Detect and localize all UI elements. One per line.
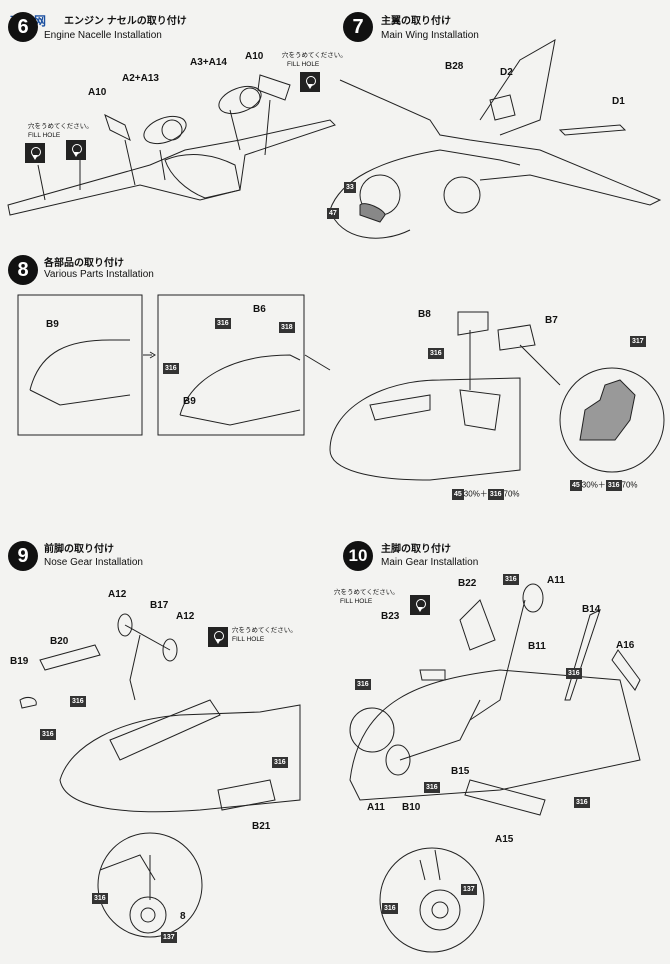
paint-code-badge: 316 [424,782,440,793]
fill-hole-icon [66,140,86,160]
step9-zoom-circle [97,832,203,938]
step-10-number: 10 [343,541,373,571]
paint-code-badge: 318 [279,322,295,333]
fill-hole-note-jp: 穴をうめてください。 [334,589,399,596]
part-label: A15 [495,834,514,845]
step-6-title-jp: エンジン ナセルの取り付け [64,16,187,27]
step-10-title-jp: 主脚の取り付け [381,544,451,555]
step8-detail-box-2 [157,294,305,436]
paint-code-badge: 316 [382,903,398,914]
part-label: B28 [445,61,464,72]
paint-code-badge: 316 [355,679,371,690]
paint-code-badge: 316 [605,480,622,491]
paint-code-badge: 316 [92,893,108,904]
fill-hole-note-en: FILL HOLE [28,132,61,139]
part-label: B22 [458,578,477,589]
fill-hole-note-jp: 穴をうめてください。 [232,627,297,634]
part-label: B9 [183,396,196,407]
paint-code-badge: 45 [570,480,582,491]
part-label: A2+A13 [122,73,159,84]
part-label: A12 [176,611,195,622]
part-label: A12 [108,589,127,600]
fill-hole-icon [300,72,320,92]
step-8-title-en: Various Parts Installation [44,269,154,280]
step-10-title-en: Main Gear Installation [381,557,479,568]
step-7-title-jp: 主翼の取り付け [381,16,451,27]
part-label: B9 [46,319,59,330]
part-label: 8 [180,911,186,922]
fill-hole-icon [410,595,430,615]
part-label: A16 [616,640,635,651]
part-label: A11 [367,802,385,813]
paint-code-badge: 316 [215,318,231,329]
paint-code-badge: 45 [452,489,464,500]
part-label: B17 [150,600,169,611]
paint-code-badge: 316 [70,696,86,707]
part-label: A3+A14 [190,57,227,68]
paint-code-badge: 316 [428,348,444,359]
fill-hole-note-jp: 穴をうめてください。 [28,123,93,130]
paint-code-badge: 137 [461,884,477,895]
part-label: B19 [10,656,29,667]
step-9-title-jp: 前脚の取り付け [44,544,114,555]
part-label: B6 [253,304,266,315]
part-label: B10 [402,802,421,813]
step-9-number: 9 [8,541,38,571]
step-6-title-en: Engine Nacelle Installation [44,30,162,41]
step9-drawing [19,613,301,938]
paint-code-badge: 316 [487,489,504,500]
part-label: B20 [50,636,69,647]
paint-code-badge: 47 [327,208,339,219]
fill-hole-note-en: FILL HOLE [232,636,265,643]
paint-code-badge: 33 [344,182,356,193]
step8-zoom-circle [559,367,665,473]
step-8-number: 8 [8,255,38,285]
step-7-number: 7 [343,12,373,42]
part-label: A10 [88,87,107,98]
paint-code-badge: 316 [574,797,590,808]
step-7-title-en: Main Wing Installation [381,30,479,41]
part-label: B8 [418,309,431,320]
part-label: A10 [245,51,264,62]
paint-code-badge: 316 [163,363,179,374]
paint-code-badge: 316 [503,574,519,585]
fill-hole-icon [25,143,45,163]
paint-code-badge: 316 [40,729,56,740]
step6-drawing [7,74,336,216]
fill-hole-icon [208,627,228,647]
fill-hole-note-jp: 穴をうめてください。 [282,52,347,59]
part-label: B14 [582,604,601,615]
step-6-number: 6 [8,12,38,42]
part-label: B15 [451,766,470,777]
step7-drawing [329,39,662,239]
paint-code-badge: 137 [161,932,177,943]
part-label: B23 [381,611,400,622]
step8-detail-box-1 [17,294,143,436]
part-label: A11 [547,575,565,586]
part-label: D2 [500,67,513,78]
paint-code-badge: 316 [566,668,582,679]
part-label: B21 [252,821,271,832]
part-label: D1 [612,96,625,107]
step-9-title-en: Nose Gear Installation [44,557,143,568]
step10-drawing [349,583,641,953]
step10-zoom-circle [379,847,485,953]
fill-hole-note-en: FILL HOLE [340,598,373,605]
fill-hole-note-en: FILL HOLE [287,61,320,68]
part-label: B11 [528,641,546,652]
paint-code-badge: 317 [630,336,646,347]
step-8-title-jp: 各部品の取り付け [44,258,124,269]
paint-code-badge: 316 [272,757,288,768]
part-label: B7 [545,315,558,326]
